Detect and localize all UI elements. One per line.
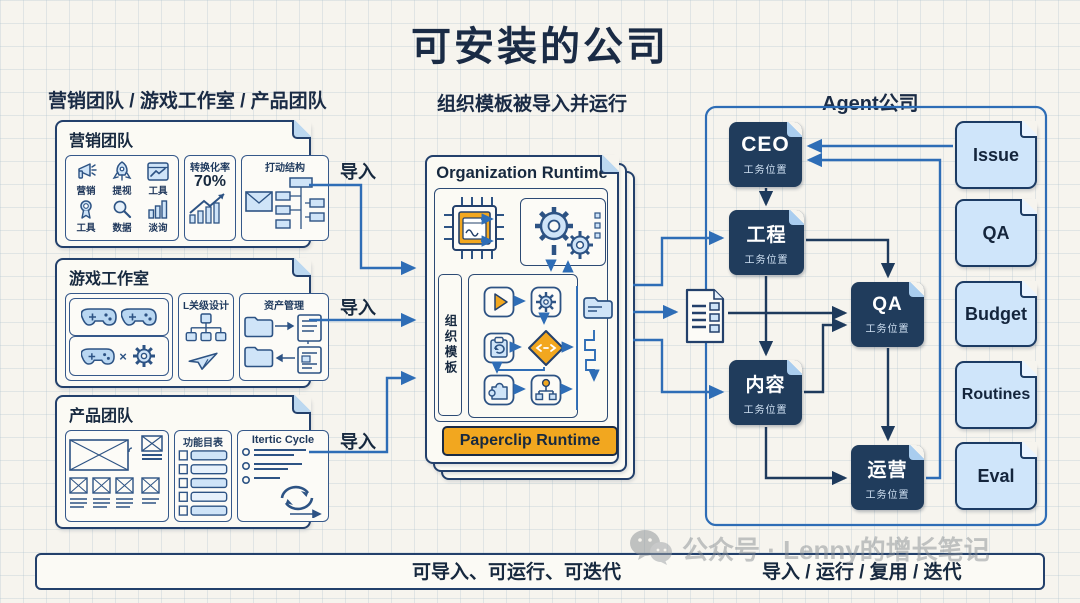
marketing-icons-panel: 营销 提视 工具 工具 数据: [65, 155, 179, 241]
award-icon: 工具: [71, 198, 101, 234]
node-qa: QA 工务位置: [851, 282, 924, 347]
conversion-panel: 转换化率 70%: [184, 155, 236, 241]
marketing-team-card: 营销团队 营销 提视 工具 工具: [55, 120, 329, 248]
node-fold-icon: [909, 282, 924, 297]
bottom-bar: [35, 553, 1045, 590]
folders-docs-icon: [244, 314, 322, 374]
decision-diamond-icon: [528, 330, 564, 366]
product-team-card: 产品团队 功能目表: [55, 395, 329, 529]
megaphone-icon: 营销: [71, 161, 101, 197]
gears-icon: [535, 207, 601, 259]
asset-mgmt-panel: 资产管理: [239, 293, 329, 381]
bar-chart-icon: 淡询: [143, 198, 173, 234]
task-document-icon: [685, 288, 725, 344]
import-label-2: 导入: [340, 298, 376, 318]
doc-card-eval: Eval: [955, 442, 1037, 510]
doc-fold-icon: [1020, 199, 1037, 216]
wechat-icon: [630, 530, 672, 565]
node-engineering: 工程 工务位置: [729, 210, 804, 275]
gear-icon: [132, 345, 155, 368]
node-fold-icon: [787, 360, 802, 375]
cpu-chip-icon: [444, 197, 504, 259]
gamepad-gear-icon: ×: [69, 336, 169, 376]
header-left: 营销团队 / 游戏工作室 / 产品团队: [48, 91, 327, 112]
org-template-tab: 组织模板: [438, 274, 462, 416]
game-card-title: 游戏工作室: [69, 271, 150, 288]
checklist-icon: [178, 450, 228, 516]
rocket-icon: 提视: [107, 161, 137, 197]
node-fold-icon: [787, 122, 802, 137]
org-person-icon: [530, 374, 562, 406]
header-right-agent-company: Agent公司: [822, 93, 919, 115]
doc-card-qa: QA: [955, 199, 1037, 267]
gamepad-pair-icon: [69, 298, 169, 337]
level-design-title: L关级设计: [182, 301, 230, 312]
page-fold-icon: [292, 258, 311, 277]
doc-fold-icon: [1020, 281, 1037, 298]
page-title: 可安装的公司: [411, 25, 669, 69]
organization-runtime-card: Organization Runtime 组织模板: [425, 155, 619, 464]
doc-card-issue: Issue: [955, 121, 1037, 189]
game-studio-card: 游戏工作室 × L关级设计: [55, 258, 329, 388]
node-ceo: CEO 工务位置: [729, 122, 802, 187]
footer-right-text: 导入 / 运行 / 复用 / 迭代: [762, 562, 962, 583]
feature-list-panel: 功能目表: [174, 430, 232, 522]
browser-chart-icon: 工具: [143, 161, 173, 197]
node-fold-icon: [789, 210, 804, 225]
envelope-orgchart-icon: [245, 177, 325, 229]
doc-fold-icon: [1020, 121, 1037, 138]
conversion-title: 转换化率: [190, 163, 230, 174]
page-fold-icon: [600, 155, 619, 174]
wireframe-panel: [65, 430, 169, 522]
gear-icon: [530, 286, 562, 318]
gamepads-panel: ×: [65, 293, 173, 381]
page-fold-icon: [292, 120, 311, 139]
header-center: 组织模板被导入并运行: [437, 94, 628, 115]
doc-fold-icon: [1020, 442, 1037, 459]
level-tree-icon: [185, 313, 227, 370]
structure-title: 打动结构: [265, 163, 305, 174]
node-fold-icon: [909, 445, 924, 460]
node-operations: 运营 工务位置: [851, 445, 924, 510]
gears-panel: [520, 198, 606, 266]
marketing-card-title: 营销团队: [69, 133, 134, 150]
page-fold-icon: [292, 395, 311, 414]
clipboard-icon: [483, 332, 515, 364]
paperclip-runtime-banner: Paperclip Runtime: [442, 426, 618, 456]
magnifier-icon: 数据: [107, 198, 137, 234]
doc-fold-icon: [1020, 361, 1037, 378]
folder-icon: [583, 297, 613, 319]
wireframe-icon: [69, 435, 163, 508]
import-label-3: 导入: [340, 432, 376, 452]
asset-mgmt-title: 资产管理: [264, 301, 304, 312]
node-content: 内容 工务位置: [729, 360, 802, 425]
conversion-value: 70%: [193, 173, 227, 190]
doc-card-budget: Budget: [955, 281, 1037, 347]
level-design-panel: L关级设计: [178, 293, 234, 381]
cycle-arrows-icon: [241, 447, 322, 518]
iteration-cycle-panel: Itertic Cycle: [237, 430, 329, 522]
product-card-title: 产品团队: [69, 408, 134, 425]
doc-card-routines: Routines: [955, 361, 1037, 429]
structure-panel: 打动结构: [241, 155, 329, 241]
footer-left-text: 可导入、可运行、可迭代: [412, 562, 622, 583]
watermark: 公众号 · Lenny的增长笔记: [628, 528, 990, 568]
multiply-icon: ×: [119, 348, 127, 364]
iteration-cycle-title: Itertic Cycle: [251, 434, 315, 446]
feature-list-title: 功能目表: [183, 438, 223, 449]
watermark-text: 公众号 · Lenny的增长笔记: [682, 534, 990, 565]
import-label-1: 导入: [340, 162, 376, 182]
play-icon: [483, 286, 515, 318]
puzzle-icon: [483, 374, 515, 406]
growth-chart-icon: [189, 193, 225, 224]
runtime-title: Organization Runtime: [436, 164, 608, 182]
